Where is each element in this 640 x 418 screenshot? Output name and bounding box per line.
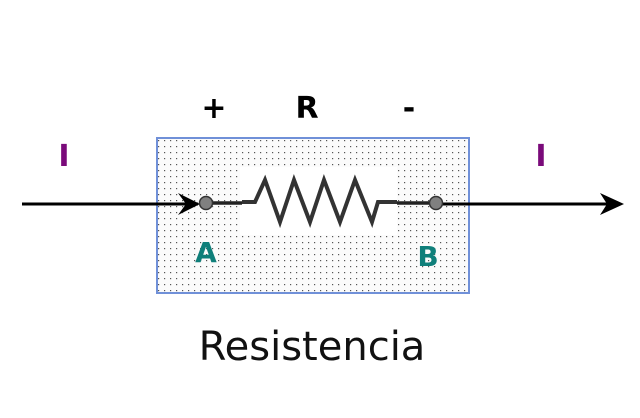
negative-polarity-label: -: [403, 91, 415, 126]
terminal-b-label: B: [417, 240, 438, 273]
diagram-caption: Resistencia: [199, 324, 426, 370]
resistor-symbol: [242, 174, 397, 229]
terminal-b-node: [428, 195, 444, 211]
incoming-arrowhead-icon: [178, 193, 200, 215]
terminal-a-label: A: [195, 236, 217, 269]
outgoing-arrowhead-icon: [600, 193, 624, 215]
current-label-right: I: [535, 139, 546, 174]
positive-polarity-label: +: [201, 91, 226, 126]
terminal-a-node: [198, 195, 214, 211]
resistor-symbol-label: R: [295, 91, 318, 126]
current-label-left: I: [58, 139, 69, 174]
